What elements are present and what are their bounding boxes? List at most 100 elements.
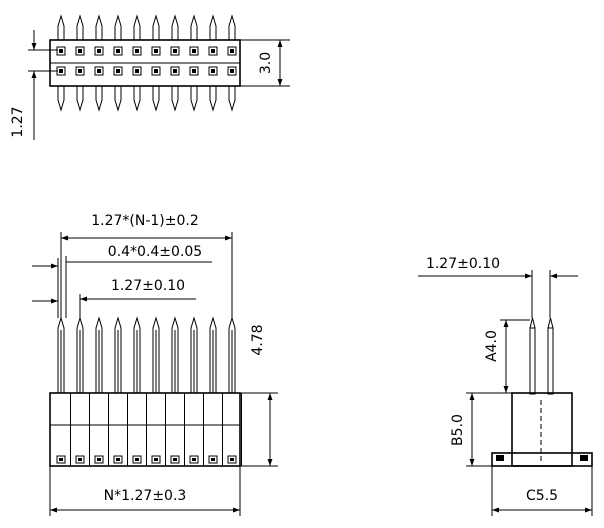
top-pad-lower <box>132 66 142 76</box>
front-pin <box>133 316 141 394</box>
front-pin-pitch-label: 1.27±0.10 <box>111 278 185 294</box>
front-pin <box>228 316 236 394</box>
top-pin-upper-lead <box>228 14 236 41</box>
side-flange-mark-left <box>496 455 504 461</box>
front-pad-dot <box>173 458 177 461</box>
front-pad <box>189 455 199 464</box>
top-pad-lower-dot <box>78 69 82 73</box>
top-pad-lower-dot <box>173 69 177 73</box>
side-body-width-label: C5.5 <box>526 488 558 504</box>
front-body-outline <box>49 392 241 467</box>
front-pad <box>227 455 237 464</box>
front-pin-length-label: 4.78 <box>250 324 266 355</box>
top-pad-lower <box>189 66 199 76</box>
top-pad-upper <box>151 46 161 56</box>
front-pad-dot <box>59 458 63 461</box>
top-pad-lower-dot <box>59 69 63 73</box>
top-pin-lower-lead <box>190 85 198 112</box>
front-pin <box>114 316 122 394</box>
top-pad-lower <box>170 66 180 76</box>
top-pad-lower <box>151 66 161 76</box>
top-pin-upper-lead <box>95 14 103 41</box>
front-view: 1.27*(N-1)±0.2 0.4*0.4±0.05 1.27±0.10 4.… <box>32 213 278 516</box>
top-pad-lower <box>227 66 237 76</box>
top-pin-upper-lead <box>209 14 217 41</box>
top-pad-upper <box>56 46 66 56</box>
front-pad <box>94 455 104 464</box>
front-pad-dot <box>135 458 139 461</box>
top-pad-upper-dot <box>192 49 196 53</box>
front-pad-dot <box>97 458 101 461</box>
top-pitch-dim-label: 1.27 <box>10 106 26 137</box>
front-pin-section-label: 0.4*0.4±0.05 <box>108 244 202 260</box>
top-pin-lower-lead <box>95 85 103 112</box>
side-flange <box>491 452 593 467</box>
top-pin-lower-lead <box>152 85 160 112</box>
top-pad-lower-dot <box>116 69 120 73</box>
top-pad-lower-dot <box>154 69 158 73</box>
front-pin <box>76 316 84 394</box>
side-body <box>511 392 573 467</box>
front-total-pitch-label: 1.27*(N-1)±0.2 <box>91 213 199 229</box>
front-pad <box>151 455 161 464</box>
top-pin-lower-lead <box>209 85 217 112</box>
top-pad-upper <box>189 46 199 56</box>
top-pins <box>56 14 237 112</box>
top-height-dim-label: 3.0 <box>258 52 274 74</box>
front-pad-dot <box>230 458 234 461</box>
front-pad <box>170 455 180 464</box>
top-pad-lower <box>113 66 123 76</box>
top-pad-upper-dot <box>173 49 177 53</box>
front-pad <box>208 455 218 464</box>
top-pin-lower-lead <box>171 85 179 112</box>
front-pin <box>171 316 179 394</box>
front-pad <box>132 455 142 464</box>
top-pin-lower-lead <box>228 85 236 112</box>
top-pad-upper <box>227 46 237 56</box>
front-pin <box>95 316 103 394</box>
top-pin-upper-lead <box>171 14 179 41</box>
side-view: 1.27±0.10 A4.0 B5.0 C5.5 <box>418 256 593 516</box>
top-pad-lower-dot <box>192 69 196 73</box>
top-pin-lower-lead <box>133 85 141 112</box>
front-pad-dot <box>154 458 158 461</box>
top-pin-upper-lead <box>57 14 65 41</box>
top-pad-lower-dot <box>211 69 215 73</box>
front-pad-dot <box>78 458 82 461</box>
side-pin-right-tip <box>547 317 554 329</box>
top-pin-upper-lead <box>133 14 141 41</box>
top-pad-upper-dot <box>135 49 139 53</box>
top-pad-upper <box>113 46 123 56</box>
top-pad-upper-dot <box>59 49 63 53</box>
front-pad-dot <box>116 458 120 461</box>
front-pin <box>209 316 217 394</box>
top-pin-upper-lead <box>190 14 198 41</box>
top-pad-upper <box>94 46 104 56</box>
top-pad-lower-dot <box>230 69 234 73</box>
front-pad-dot <box>192 458 196 461</box>
side-pin-right <box>547 327 554 395</box>
top-pad-upper <box>170 46 180 56</box>
front-body-width-label: N*1.27±0.3 <box>104 488 187 504</box>
side-flange-mark-right <box>580 455 588 461</box>
front-pins <box>56 316 242 466</box>
top-pad-upper-dot <box>116 49 120 53</box>
side-pin-height-label: A4.0 <box>484 330 500 362</box>
side-pin-left-tip <box>529 317 536 329</box>
front-pad <box>113 455 123 464</box>
top-view: 3.0 1.27 <box>10 14 290 140</box>
front-pad <box>75 455 85 464</box>
front-pin <box>57 316 65 394</box>
top-pad-lower <box>208 66 218 76</box>
top-pin-upper-lead <box>152 14 160 41</box>
top-pin-lower-lead <box>57 85 65 112</box>
top-pad-upper-dot <box>230 49 234 53</box>
top-pad-upper-dot <box>154 49 158 53</box>
side-pin-left <box>529 327 536 395</box>
top-pad-lower-dot <box>97 69 101 73</box>
top-pad-upper-dot <box>78 49 82 53</box>
top-pad-lower-dot <box>135 69 139 73</box>
top-pad-upper <box>208 46 218 56</box>
top-pin-upper-lead <box>114 14 122 41</box>
